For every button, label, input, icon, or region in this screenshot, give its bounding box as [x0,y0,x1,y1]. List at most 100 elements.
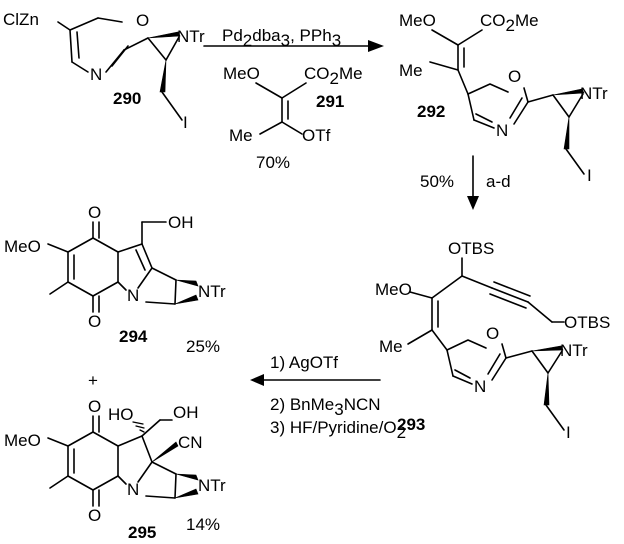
compound-number-291: 291 [316,92,344,111]
bond [431,275,463,299]
quinone-ring [67,237,119,297]
oxazole-bond [523,87,529,103]
triflate-label: OTf [302,126,331,145]
compound-number-292: 292 [417,102,445,121]
oxazole-bond [513,101,529,125]
compound-number-294: 294 [119,327,148,346]
aziridine-label: NTr [560,341,588,360]
step-1: Pd2dba3, PPh3 [203,26,384,52]
aziridine-bond [165,36,180,61]
quinone-oxygen-bottom: O [88,506,101,525]
aziridine-label: NTr [177,27,205,46]
bond [431,29,459,46]
methyl-label: Me [229,126,253,145]
aziridine-label: NTr [198,476,226,495]
arrowhead [467,196,479,210]
iodomethyl-bond [545,404,565,431]
oxazole-ring [467,83,509,95]
aziridine-bond [552,94,570,118]
pyrrole-bond [117,243,143,253]
otbs-right-label: OTBS [564,313,610,332]
oxazole-oxygen-label: O [136,11,149,30]
step-1-yield: 70% [256,153,290,172]
aziridine-wedge [175,279,199,287]
aziridine-bond [174,473,177,499]
bond [429,61,459,71]
aziridine-wedge [552,88,585,96]
alkyne-bond [461,275,493,289]
iodomethyl-wedge [159,59,167,93]
step-3-condition-1: 1) AgOTf [270,353,338,372]
hashed-bond [139,429,145,433]
oxazole-bond [473,119,495,129]
aziridine-wedge [147,31,181,39]
oxazole-nitrogen-label: N [474,377,486,396]
methoxy-label: MeO [223,64,260,83]
iodomethyl-wedge [563,116,570,150]
oxazole-nitrogen-label: N [496,121,508,140]
oxazole-bond [467,93,475,121]
oxazole-double-bond [509,97,523,119]
compound-294: O MeO O N OH NTr 294 25% [4,203,226,356]
methoxy-bond [47,243,69,253]
pyrrolidine-bond [145,495,176,499]
compound-295-yield: 14% [186,515,220,534]
cyano-label: CN [178,433,203,452]
cyano-wedge [151,441,179,463]
oxazole-oxygen-label: O [508,67,521,86]
oxazole-oxygen-label: O [486,324,499,343]
compound-number-293: 293 [397,415,425,434]
aziridine-bond [568,93,584,118]
step-2: 50% a-d [420,155,511,210]
quinone-oxygen-top: O [88,397,101,416]
alkyne-triple-bond [489,293,527,309]
oxazole-bond [71,61,89,73]
aziridine-bond [547,350,563,374]
pyrrolidine-bond [117,435,143,447]
oxazole-bond [491,357,507,381]
quinone-oxygen-top: O [88,203,101,222]
pyrrolidine-bond [145,301,176,305]
ring-to-aziridine-bond [123,37,149,51]
compound-294-yield: 25% [186,337,220,356]
pyrrolidine-bond [137,461,153,483]
aziridine-bond [174,279,177,305]
plus-sign: + [88,371,98,390]
compound-292: MeO CO2Me Me O N NTr I 292 [399,11,608,185]
methoxy-label: MeO [4,431,41,450]
methoxy-bond [47,437,69,447]
compound-295: O MeO O N HO OH CN NTr 295 14% [4,397,226,542]
bond [255,82,283,99]
step-3: 1) AgOTf 2) BnMe3NCN 3) HF/Pyridine/O2 [250,353,406,442]
ring-to-aziridine-bond [505,350,533,359]
arrowhead [368,40,384,52]
hydroxy-label: OH [168,213,194,232]
pyrrole-double-bond [135,249,146,271]
aziridine-label: NTr [580,84,608,103]
arrowhead [250,374,264,386]
ester-label: CO2Me [304,64,363,88]
otbs-top-label: OTBS [448,239,494,258]
indole-nitrogen-label: N [127,286,139,305]
oxazole-double-bond [475,113,493,123]
oxazole-double-bond [487,353,501,375]
bond [409,291,433,299]
compound-number-290: 290 [113,89,141,108]
oxazole-double-bond [76,31,80,59]
bond [457,69,469,95]
ester-label: CO2Me [480,11,539,35]
aziridine-bond [151,267,177,281]
oxazole-bond [446,349,454,377]
oxazole-bond [69,17,99,31]
bond [407,329,433,345]
aziridine-wedge [175,473,199,481]
step-2-conditions: a-d [486,172,511,191]
pyrrole-bond [141,243,153,269]
methyl-label: Me [379,337,403,356]
methoxy-label: MeO [4,237,41,256]
iodomethyl-bond [161,91,183,121]
bond [457,29,483,46]
iodomethyl-wedge [543,372,550,406]
ring-to-aziridine-bond [527,94,554,103]
oxazole-bond [97,17,123,23]
